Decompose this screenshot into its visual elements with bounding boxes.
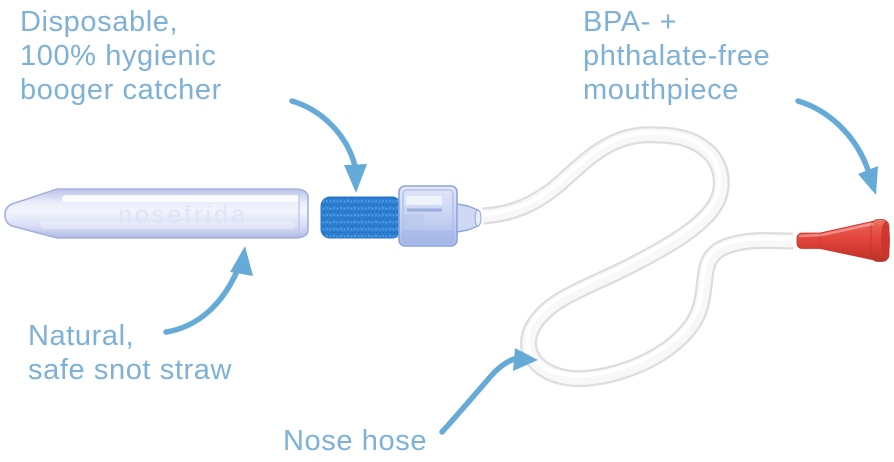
snot-straw-arrow xyxy=(163,246,253,335)
filter-cap-inner-shadow xyxy=(404,214,424,237)
snot-straw-highlight xyxy=(62,195,300,202)
booger-catcher-arrow-line xyxy=(289,98,358,169)
nose-hose-sheen xyxy=(481,130,793,378)
filter-cap-nozzle-tip xyxy=(474,209,482,227)
label-line: 100% hygienic xyxy=(20,40,217,72)
nose-hose-arrowhead-icon xyxy=(513,348,538,371)
label-line: BPA- + xyxy=(583,6,678,38)
mouthpiece-cone xyxy=(819,220,875,261)
label-line: booger catcher xyxy=(20,74,222,106)
snot-straw-lower-sheen xyxy=(40,221,295,229)
label-line: phthalate-free xyxy=(583,40,771,72)
filter-cap-inner-wall xyxy=(402,189,454,243)
label-line: mouthpiece xyxy=(583,74,739,106)
snot-straw: nosefrida xyxy=(4,188,309,239)
red-mouthpiece xyxy=(796,219,890,262)
snot-straw-arrow-line xyxy=(163,266,241,335)
filter-foam-texture xyxy=(321,197,401,238)
label-line: safe snot straw xyxy=(28,354,233,386)
label-snot-straw: Natural, safe snot straw xyxy=(28,319,232,387)
booger-catcher-arrow xyxy=(289,98,367,193)
label-mouthpiece: BPA- + phthalate-free mouthpiece xyxy=(583,5,770,107)
label-line: Nose hose xyxy=(283,425,428,457)
nose-hose-arrow xyxy=(439,348,538,435)
hygienic-filter xyxy=(320,196,402,239)
mouthpiece-arrow xyxy=(795,98,878,195)
label-nose-hose: Nose hose xyxy=(283,424,427,458)
label-line: Disposable, xyxy=(20,6,179,38)
snot-straw-arrowhead-icon xyxy=(230,246,253,276)
nose-hose-arrow-line xyxy=(439,356,517,435)
mouthpiece-arrowhead-icon xyxy=(858,166,878,195)
mouthpiece-highlight xyxy=(798,222,874,238)
snot-straw-embossed-text: nosefrida xyxy=(118,201,248,229)
label-line: Natural, xyxy=(28,320,135,352)
mouthpiece-lip xyxy=(881,221,890,260)
callout-arrows xyxy=(163,98,878,435)
label-booger-catcher: Disposable, 100% hygienic booger catcher xyxy=(20,5,222,107)
nose-hose-tube xyxy=(481,126,794,388)
filter-cap-bottom-shade xyxy=(401,230,455,244)
filter-cap xyxy=(398,185,482,247)
mouthpiece-arrow-line xyxy=(795,98,871,173)
filter-cap-slot-highlight xyxy=(406,196,442,205)
booger-catcher-arrowhead-icon xyxy=(344,164,367,193)
